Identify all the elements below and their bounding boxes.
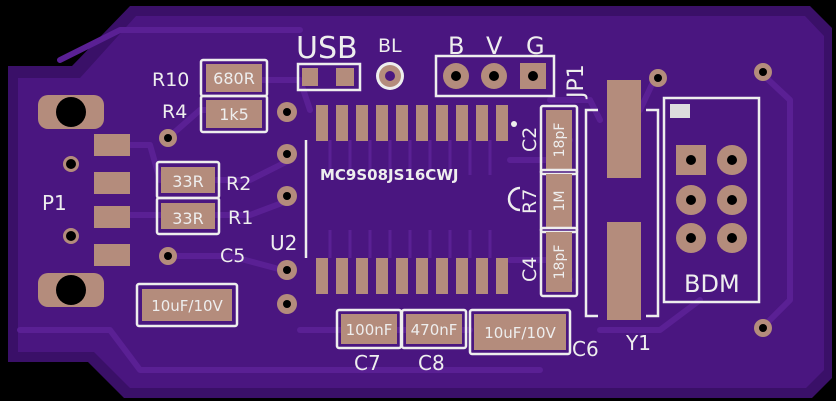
jp1-label: JP1 (564, 64, 589, 100)
r2-label: R2 (226, 173, 251, 195)
jp1-header (434, 54, 556, 98)
usb-led (296, 62, 362, 92)
c4-value: 18pF (552, 245, 568, 280)
c4-label: C4 (519, 257, 541, 282)
resistor-r2: 33R (155, 160, 221, 200)
capacitor-c5: 10uF/10V (135, 282, 239, 328)
c8-value: 470nF (411, 321, 458, 339)
capacitor-c6: 10uF/10V (468, 308, 572, 356)
p1-label: P1 (42, 191, 67, 215)
capacitor-c8: 470nF (400, 308, 468, 350)
chip-u2 (304, 105, 517, 294)
capacitor-c7: 100nF (335, 308, 403, 350)
r7-label: R7 (519, 189, 541, 214)
c5-value: 10uF/10V (151, 297, 223, 315)
b-label: B (448, 32, 464, 60)
r10-label: R10 (152, 69, 189, 91)
capacitor-c2: 18pF (539, 104, 579, 176)
c2-value: 18pF (552, 123, 568, 158)
v-label: V (486, 32, 503, 60)
crystal-y1 (584, 80, 660, 320)
bdm-header (662, 96, 761, 304)
resistor-r4: 1k5 (199, 94, 269, 134)
y1-label: Y1 (625, 331, 651, 355)
r2-value: 33R (172, 172, 203, 191)
c7-label: C7 (354, 351, 381, 375)
r4-value: 1k5 (219, 105, 249, 124)
r4-label: R4 (162, 101, 187, 123)
vias (159, 63, 772, 337)
capacitor-c4: 18pF (539, 226, 579, 298)
r7-value: 1M (552, 191, 568, 212)
c6-value: 10uF/10V (484, 324, 556, 342)
r1-value: 33R (172, 209, 203, 228)
r10-value: 680R (213, 69, 255, 88)
c8-label: C8 (418, 351, 445, 375)
resistor-r7: 1M (539, 168, 579, 234)
c5-label: C5 (220, 245, 245, 267)
g-label: G (526, 32, 545, 60)
bdm-label: BDM (684, 270, 740, 298)
resistor-r1: 33R (155, 196, 221, 236)
resistor-r10: 680R (199, 58, 269, 98)
bl-pad (376, 62, 404, 90)
chip-name: MC9S08JS16CWJ (320, 166, 458, 184)
c7-value: 100nF (346, 321, 393, 339)
r1-label: R1 (228, 207, 253, 229)
usb-label: USB (296, 31, 358, 66)
copper-traces (17, 27, 793, 373)
usb-connector-p1 (38, 95, 130, 307)
c2-label: C2 (519, 127, 541, 152)
c6-label: C6 (572, 337, 599, 361)
bl-label: BL (378, 35, 402, 57)
u2-label: U2 (270, 231, 297, 255)
